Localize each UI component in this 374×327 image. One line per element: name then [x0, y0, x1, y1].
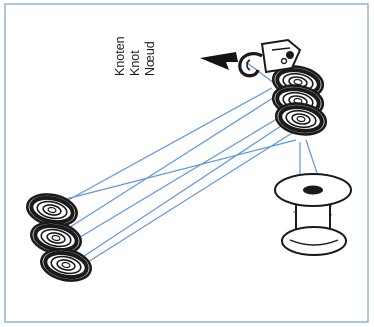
hook-bracket [238, 38, 302, 78]
label-knoten: Knoten [113, 36, 127, 76]
frame-border [4, 3, 369, 323]
lower-pulley-block [22, 188, 96, 287]
label-noeud: Nœud [143, 41, 157, 76]
knot-arrow [200, 52, 238, 70]
rope-spool [274, 173, 352, 256]
knot-label-group: Knoten Knot Nœud [113, 10, 174, 80]
label-knot: Knot [128, 50, 142, 76]
